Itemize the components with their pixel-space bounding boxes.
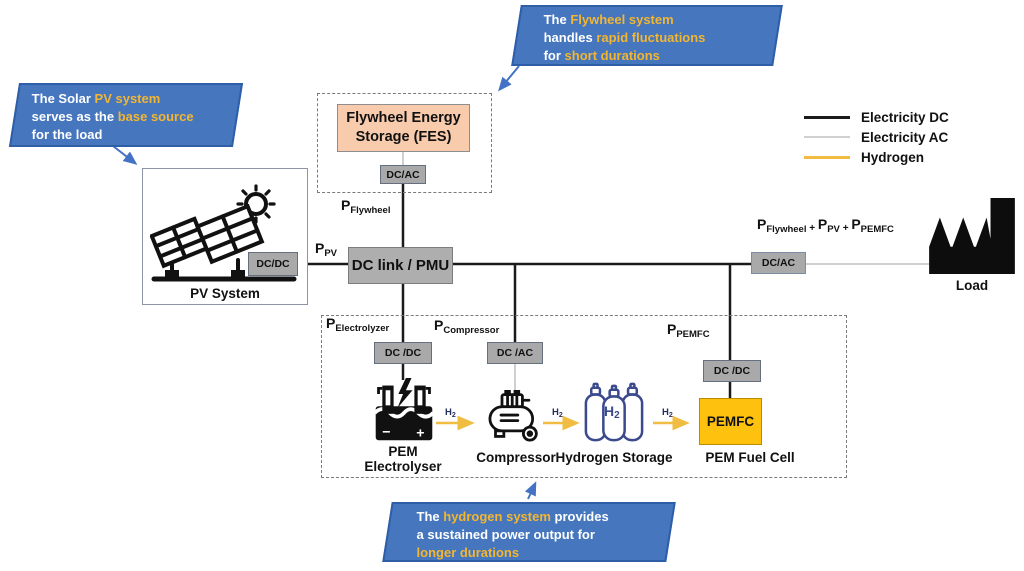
callout-pv-line1: The Solar PV system [31, 91, 161, 106]
callout-pv: The Solar PV system serves as the base s… [8, 83, 244, 147]
legend-item-ac: Electricity AC [804, 127, 949, 147]
pemfc-box: PEMFC [699, 398, 762, 445]
pem-fuel-cell-label: PEM Fuel Cell [705, 450, 795, 465]
converter-pemfc-dcdc: DC /DC [703, 360, 761, 382]
pem-electrolyser-label: PEM Electrolyser [364, 444, 442, 474]
callout-flywheel-line3: for short durations [543, 48, 660, 63]
hydrogen-storage-h2-text: H2 [604, 403, 620, 421]
converter-compressor-dcac: DC /AC [487, 342, 543, 364]
p-compressor-label: PCompressor [434, 317, 500, 336]
compressor-icon [488, 390, 538, 442]
legend-label-ac: Electricity AC [861, 129, 949, 145]
load-factory-icon [929, 198, 1015, 274]
load-label: Load [955, 278, 989, 293]
legend-item-hydrogen: Hydrogen [804, 147, 949, 167]
callout-hydrogen-line1: The hydrogen system provides [416, 509, 609, 524]
converter-pv-dcdc: DC/DC [248, 252, 298, 276]
p-pv-label: PPV [315, 240, 338, 259]
legend-label-hydrogen: Hydrogen [861, 149, 925, 165]
callout-flywheel: The Flywheel system handles rapid fluctu… [511, 5, 783, 66]
dc-link-pmu-box: DC link / PMU [348, 247, 453, 284]
p-flywheel-label: PFlywheel [341, 197, 391, 216]
svg-text:+: + [416, 424, 424, 440]
p-sum-label: PFlywheel + PPV + PPEMFC [757, 216, 894, 235]
flywheel-group-outline [317, 93, 492, 193]
callout-hydrogen-line3: longer durations [416, 545, 520, 560]
flywheel-energy-storage-box: Flywheel Energy Storage (FES) [337, 104, 470, 152]
converter-electrolyzer-dcdc: DC /DC [374, 342, 432, 364]
p-pemfc-label: PPEMFC [667, 321, 710, 340]
callout-arrow-hydrogen [524, 481, 537, 500]
p-electrolyzer-label: PElectrolyzer [326, 315, 390, 334]
callout-pv-line3: for the load [31, 127, 103, 142]
legend-item-dc: Electricity DC [804, 107, 949, 127]
hydrogen-storage-label: Hydrogen Storage [555, 450, 673, 465]
h2-flow-label-3: H2 [662, 407, 673, 419]
svg-text:−: − [382, 423, 390, 439]
callout-pv-line2: serves as the base source [31, 109, 194, 124]
h2-flow-label-1: H2 [445, 407, 456, 419]
compressor-label: Compressor [476, 450, 556, 465]
callout-flywheel-line1: The Flywheel system [543, 12, 674, 27]
pv-system-label: PV System [190, 286, 260, 301]
legend-line-hydrogen [804, 155, 850, 159]
callout-hydrogen: The hydrogen system provides a sustained… [382, 502, 676, 562]
legend: Electricity DC Electricity AC Hydrogen [804, 107, 949, 167]
converter-load-dcac: DC/AC [751, 252, 806, 274]
legend-label-dc: Electricity DC [861, 109, 949, 125]
callout-flywheel-line2: handles rapid fluctuations [543, 30, 706, 45]
converter-fes-dcac: DC/AC [380, 165, 426, 184]
callout-arrow-pv [112, 145, 138, 165]
hydrogen-storage-icon [584, 382, 644, 442]
h2-flow-label-2: H2 [552, 407, 563, 419]
legend-line-ac [804, 136, 850, 138]
legend-line-dc [804, 115, 850, 119]
callout-arrow-flywheel [498, 65, 520, 92]
flywheel-energy-storage-label: Flywheel Energy Storage (FES) [346, 110, 461, 145]
pem-electrolyser-icon: − + [373, 378, 435, 440]
hydrogen-group-outline [321, 315, 847, 478]
callout-hydrogen-line2: a sustained power output for [416, 527, 595, 542]
solar-panel-icon [150, 184, 297, 282]
